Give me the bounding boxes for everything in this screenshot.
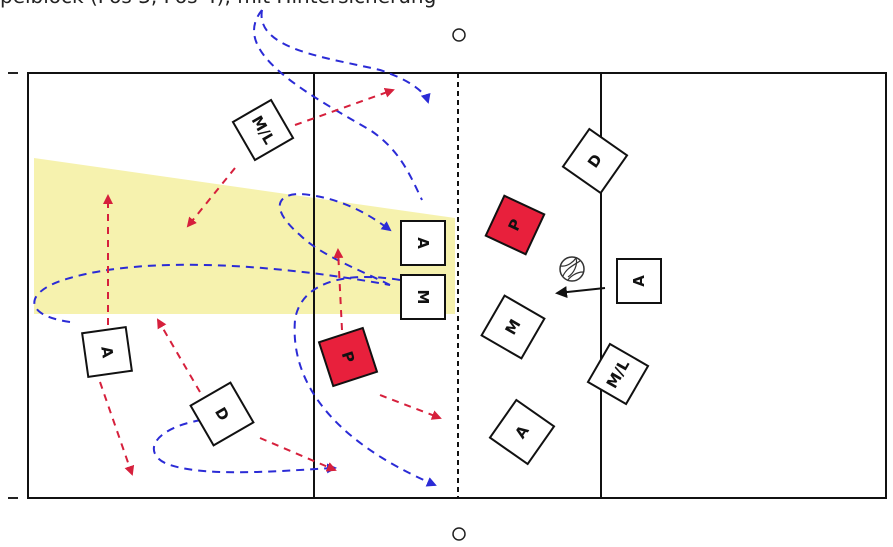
player-d-right: D bbox=[561, 127, 629, 195]
post-bottom bbox=[452, 527, 466, 541]
player-a-left-back: A bbox=[81, 326, 133, 378]
player-marker bbox=[231, 98, 295, 162]
player-a-right-back: A bbox=[488, 398, 556, 466]
run-arrow-mid-loop bbox=[278, 193, 392, 286]
player-label: P bbox=[338, 349, 359, 365]
run-arrow-p-curve bbox=[293, 276, 437, 487]
move-arrow-p-right bbox=[379, 394, 442, 420]
player-label: A bbox=[97, 345, 116, 359]
run-arrow-back-loop bbox=[33, 263, 391, 323]
move-arrow-ml-net bbox=[294, 87, 395, 126]
move-arrow-a-down bbox=[99, 381, 135, 476]
player-m-left-net: M bbox=[400, 274, 446, 320]
page-title: pelblock (Pos 3, Pos 4), mit Hintersiche… bbox=[0, 0, 893, 8]
run-arrow-top-cross bbox=[253, 9, 423, 201]
player-marker bbox=[189, 381, 255, 447]
player-marker bbox=[586, 342, 650, 406]
player-m-right: M bbox=[480, 294, 546, 360]
player-a-left-net: A bbox=[400, 220, 446, 266]
player-marker bbox=[400, 274, 446, 320]
player-ml-left: M/L bbox=[231, 98, 295, 162]
player-label: A bbox=[414, 237, 432, 249]
shadow-zone bbox=[34, 158, 455, 314]
move-arrow-d-up bbox=[156, 318, 201, 393]
player-marker bbox=[484, 194, 546, 256]
player-label: A bbox=[630, 275, 648, 287]
player-marker bbox=[81, 326, 133, 378]
post-top bbox=[452, 28, 466, 42]
player-p-left: P bbox=[317, 326, 379, 388]
player-p-right: P bbox=[484, 194, 546, 256]
player-label: M bbox=[414, 290, 432, 305]
run-arrow-d-loop bbox=[152, 417, 337, 474]
volleyball-icon bbox=[559, 256, 585, 282]
player-marker bbox=[561, 127, 629, 195]
player-ml-right: M/L bbox=[586, 342, 650, 406]
player-marker bbox=[317, 326, 379, 388]
player-marker bbox=[400, 220, 446, 266]
player-a-right: A bbox=[616, 258, 662, 304]
player-marker bbox=[480, 294, 546, 360]
move-arrow-p-up bbox=[333, 248, 344, 331]
run-arrow-ml-top bbox=[260, 9, 431, 104]
ball-pass-arrow bbox=[555, 286, 606, 299]
player-marker bbox=[616, 258, 662, 304]
move-arrow-d-right bbox=[259, 437, 337, 472]
player-d-left: D bbox=[189, 381, 255, 447]
player-marker bbox=[488, 398, 556, 466]
